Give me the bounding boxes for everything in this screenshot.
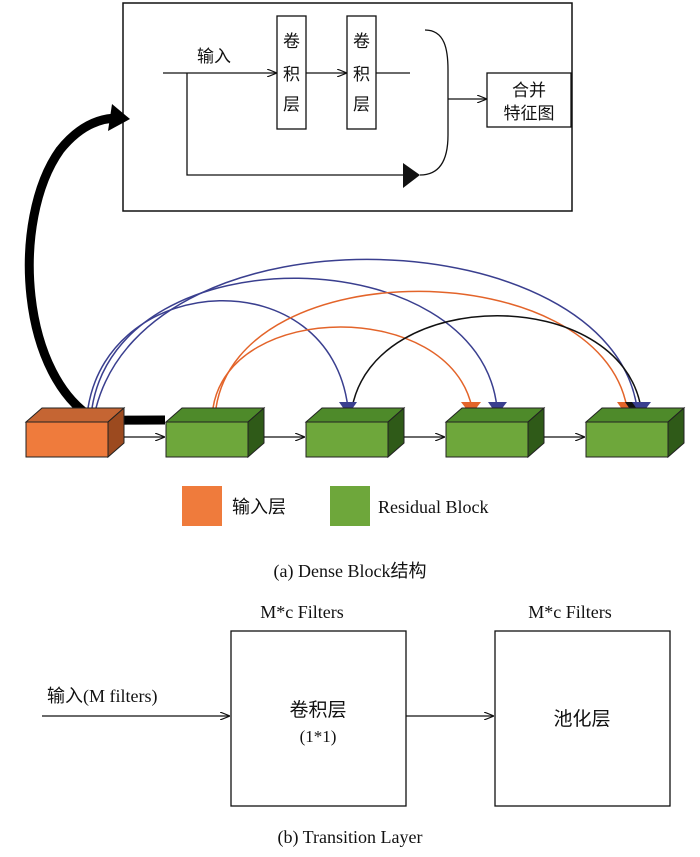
orange-arc-block1-to-block3 xyxy=(212,326,473,409)
legend-label-residual: Residual Block xyxy=(378,497,489,517)
panel-border xyxy=(122,2,573,212)
skip-connection-line xyxy=(186,73,415,176)
box2-title: M*c Filters xyxy=(528,602,612,622)
caption-a: (a) Dense Block结构 xyxy=(274,561,427,582)
big-curved-arrowhead xyxy=(108,104,130,131)
pool-box-label: 池化层 xyxy=(553,708,610,730)
conv1-char-3: 层 xyxy=(283,95,300,114)
conv-box-sublabel: (1*1) xyxy=(300,727,337,746)
conv1-char-2: 积 xyxy=(283,65,300,84)
blue-arc-input-to-block4 xyxy=(95,258,638,409)
conv2-char-2: 积 xyxy=(353,65,370,84)
blue-arc-input-to-block2 xyxy=(87,300,349,409)
residual-block-4 xyxy=(584,406,686,459)
conv1-char-1: 卷 xyxy=(283,32,300,51)
legend-swatch-input xyxy=(182,486,222,526)
caption-b: (b) Transition Layer xyxy=(278,827,423,848)
merge-label-line-2: 特征图 xyxy=(504,104,555,123)
merge-label-line-1: 合并 xyxy=(512,81,546,100)
panel-input-label: 输入 xyxy=(197,47,231,66)
conv2-char-3: 层 xyxy=(353,95,370,114)
dense-connection-panel: 输入 卷 积 层 卷 积 层 合并 特征图 xyxy=(122,2,573,212)
conv-layer-box-1 xyxy=(276,15,307,130)
black-arc-block2-to-block4 xyxy=(351,315,642,409)
legend-label-input: 输入层 xyxy=(232,497,286,517)
big-curved-arrow-left xyxy=(24,113,119,425)
residual-block-1 xyxy=(164,406,266,459)
input-layer-block xyxy=(24,406,126,459)
transition-layer: M*c Filters M*c Filters 输入(M filters) 卷积… xyxy=(42,602,671,807)
skip-arrowhead xyxy=(403,163,420,188)
legend-swatch-residual xyxy=(330,486,370,526)
box1-title: M*c Filters xyxy=(260,602,344,622)
dense-block xyxy=(24,104,686,459)
merge-bracket xyxy=(419,29,449,176)
pooling-box xyxy=(494,630,671,807)
conv-box-label: 卷积层 xyxy=(289,699,346,721)
residual-block-3 xyxy=(444,406,546,459)
conv-1x1-box xyxy=(230,630,407,807)
conv2-char-1: 卷 xyxy=(353,32,370,51)
blue-arc-input-to-block3 xyxy=(91,277,498,409)
legend: 输入层 Residual Block xyxy=(182,486,489,526)
orange-arc-block1-to-block4 xyxy=(215,290,628,409)
merge-feature-map-box xyxy=(486,72,572,128)
residual-block-2 xyxy=(304,406,406,459)
transition-input-label: 输入(M filters) xyxy=(47,686,157,707)
